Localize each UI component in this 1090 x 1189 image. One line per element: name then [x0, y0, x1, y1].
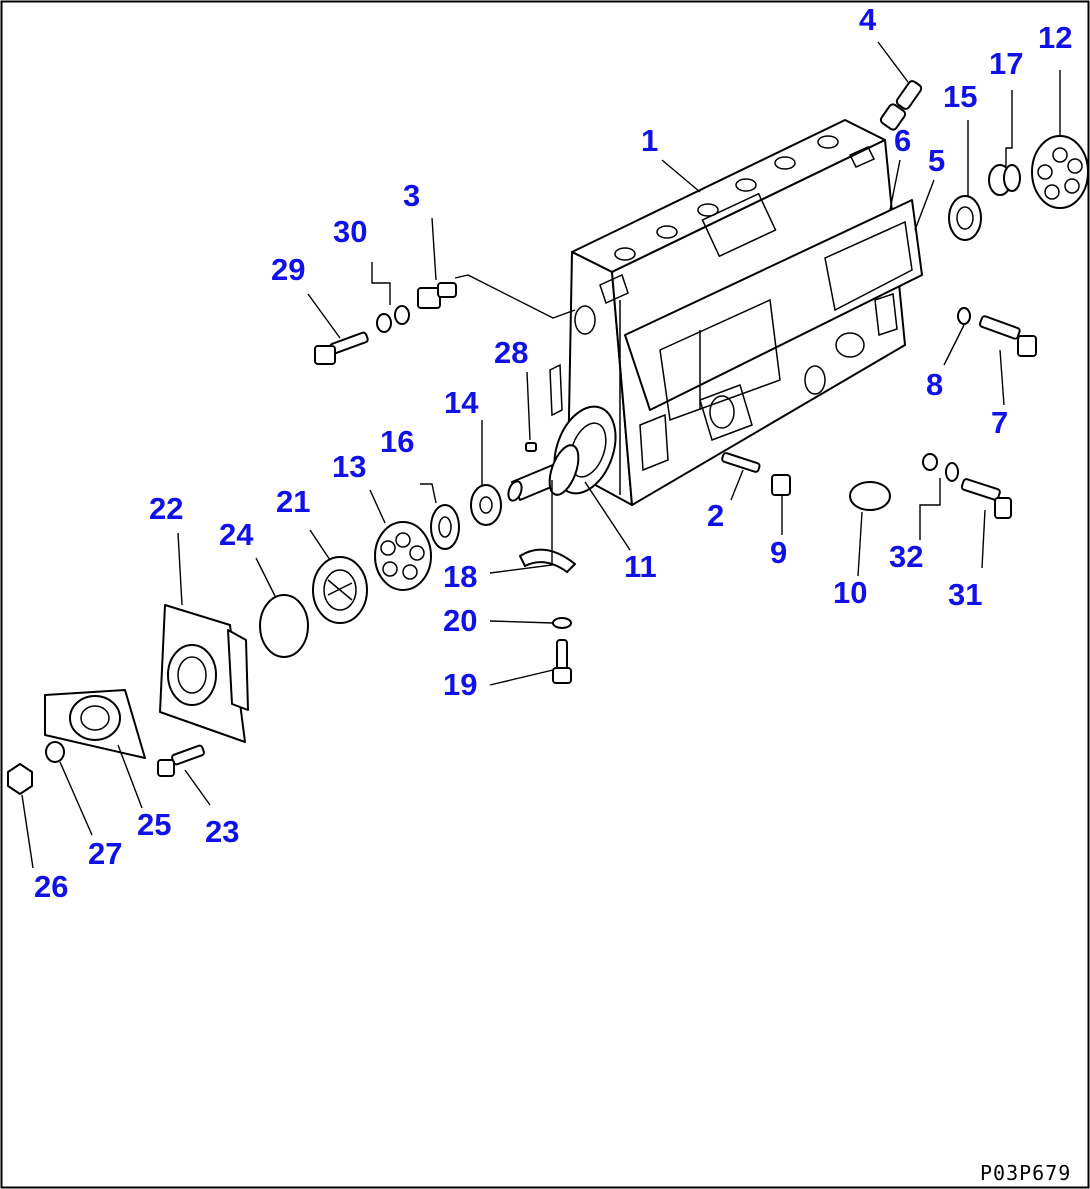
callout-28: 28: [494, 335, 528, 370]
bearing-21: [312, 556, 368, 624]
callout-23: 23: [205, 814, 239, 849]
pump-housing: [549, 119, 923, 506]
callout-5: 5: [928, 143, 945, 178]
ring-16: [430, 504, 460, 550]
callout-9: 9: [770, 535, 787, 570]
callout-20: 20: [443, 603, 477, 638]
callout-25: 25: [137, 807, 171, 842]
callout-14: 14: [444, 385, 479, 420]
callout-10: 10: [833, 575, 867, 610]
washers-30: [376, 305, 410, 333]
callout-32: 32: [889, 539, 923, 574]
o-ring-24: [259, 594, 309, 658]
callout-24: 24: [219, 517, 254, 552]
callout-labels: 1 2 3 4 5 6 7 8 9 10 11 12 13 14 15 16 1…: [34, 2, 1072, 904]
bolt-23: [157, 744, 205, 777]
callout-19: 19: [443, 667, 477, 702]
callout-29: 29: [271, 252, 305, 287]
callout-6: 6: [894, 123, 911, 158]
cap-15: [948, 195, 982, 241]
callout-27: 27: [88, 836, 122, 871]
callout-16: 16: [380, 424, 414, 459]
stud-2: [721, 452, 761, 473]
bearing-12: [1031, 135, 1089, 209]
callout-22: 22: [149, 491, 183, 526]
callout-13: 13: [332, 449, 366, 484]
drawing-code: P03P679: [980, 1161, 1071, 1185]
callout-11: 11: [624, 549, 657, 584]
washer-27: [45, 741, 65, 763]
camshaft: [507, 444, 580, 502]
callout-18: 18: [443, 559, 477, 594]
callout-17: 17: [989, 46, 1023, 81]
cover-22: [159, 604, 249, 743]
seal-14: [470, 484, 502, 526]
washer-8: [957, 307, 971, 325]
half-ring-18: [519, 548, 576, 573]
callout-7: 7: [991, 405, 1008, 440]
callout-3: 3: [403, 178, 420, 213]
nut-26: [7, 763, 33, 795]
flange-25: [44, 689, 146, 759]
callout-2: 2: [707, 498, 724, 533]
plug-10: [849, 481, 891, 511]
callout-26: 26: [34, 869, 68, 904]
key-28: [525, 442, 537, 452]
bolt-29: [314, 331, 369, 365]
bolt-31: [960, 478, 1012, 519]
callout-21: 21: [276, 484, 310, 519]
callout-8: 8: [926, 367, 943, 402]
nut-9: [771, 474, 791, 496]
bolt-19: [552, 639, 572, 684]
washer-32: [922, 453, 959, 482]
callout-31: 31: [948, 577, 982, 612]
leader-lines: [21, 41, 1061, 869]
callout-4: 4: [859, 2, 877, 37]
callout-15: 15: [943, 79, 977, 114]
bolt-7: [978, 315, 1037, 357]
callout-1: 1: [641, 123, 658, 158]
callout-30: 30: [333, 214, 367, 249]
ring-17: [988, 164, 1021, 196]
fitting-3: [417, 282, 457, 309]
callout-12: 12: [1038, 20, 1072, 55]
valve-4: [879, 80, 923, 131]
washer-20: [552, 617, 572, 629]
bearing-13: [374, 521, 432, 591]
